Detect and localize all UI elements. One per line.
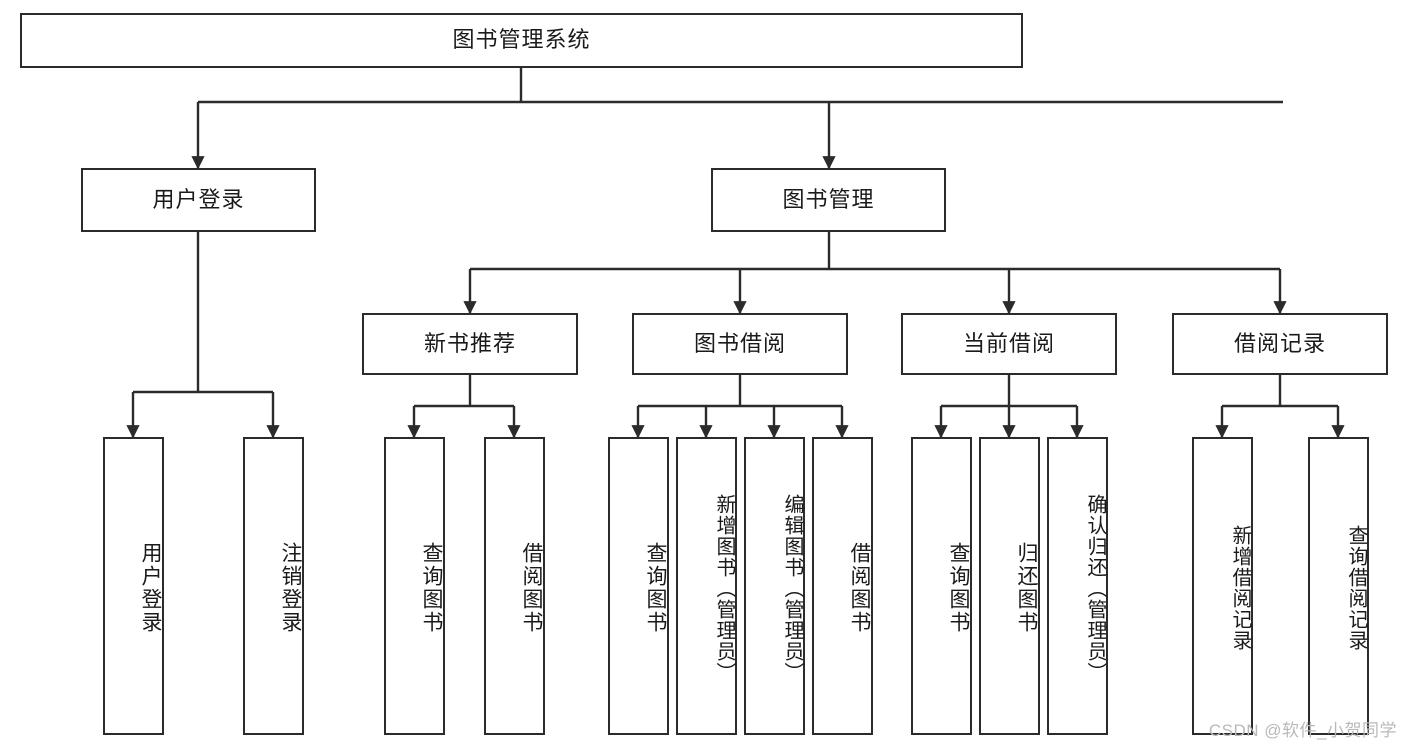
leaf-borrow-query-book[interactable]: 查询图书 [608, 437, 669, 735]
leaf-user-logout[interactable]: 注销登录 [243, 437, 304, 735]
node-book-borrow[interactable]: 图书借阅 [632, 313, 848, 375]
node-label: 查询借阅记录 [1345, 525, 1367, 651]
leaf-borrow-borrow-book[interactable]: 借阅图书 [812, 437, 873, 735]
node-user-login[interactable]: 用户登录 [81, 168, 316, 232]
node-label: 新书推荐 [423, 330, 516, 356]
node-label: 归还图书 [1015, 542, 1038, 634]
node-label: 用户登录 [139, 542, 162, 634]
leaf-user-login[interactable]: 用户登录 [103, 437, 164, 735]
node-label: 查询图书 [644, 542, 667, 634]
node-book-management[interactable]: 图书管理 [711, 168, 946, 232]
node-label: 当前借阅 [962, 330, 1055, 356]
node-label: 查询图书 [420, 542, 443, 634]
leaf-record-query-record[interactable]: 查询借阅记录 [1308, 437, 1369, 735]
leaf-newbook-borrow-book[interactable]: 借阅图书 [484, 437, 545, 735]
leaf-current-return-book[interactable]: 归还图书 [979, 437, 1040, 735]
node-borrow-record[interactable]: 借阅记录 [1172, 313, 1388, 375]
leaf-newbook-query-book[interactable]: 查询图书 [384, 437, 445, 735]
leaf-record-add-record[interactable]: 新增借阅记录 [1192, 437, 1253, 735]
leaf-current-confirm-return-admin[interactable]: 确认归还（管理员） [1047, 437, 1108, 735]
node-label: 确认归还（管理员） [1084, 493, 1106, 683]
node-label: 查询图书 [947, 542, 970, 634]
node-label: 新增图书（管理员） [713, 493, 735, 683]
node-label: 借阅记录 [1233, 330, 1326, 356]
node-label: 借阅图书 [520, 542, 543, 634]
node-label: 图书借阅 [693, 330, 786, 356]
node-label: 图书管理系统 [452, 27, 591, 53]
leaf-borrow-edit-book-admin[interactable]: 编辑图书（管理员） [744, 437, 805, 735]
node-current-borrow[interactable]: 当前借阅 [901, 313, 1117, 375]
node-root-system[interactable]: 图书管理系统 [20, 13, 1023, 68]
node-label: 注销登录 [279, 542, 302, 634]
node-label: 新增借阅记录 [1229, 525, 1251, 651]
leaf-current-query-book[interactable]: 查询图书 [911, 437, 972, 735]
node-new-book-recommend[interactable]: 新书推荐 [362, 313, 578, 375]
node-label: 编辑图书（管理员） [781, 493, 803, 683]
leaf-borrow-add-book-admin[interactable]: 新增图书（管理员） [676, 437, 737, 735]
csdn-watermark: CSDN @软件_小贺同学 [1208, 721, 1397, 740]
node-label: 用户登录 [152, 186, 245, 212]
node-label: 借阅图书 [848, 542, 871, 634]
node-label: 图书管理 [782, 186, 875, 212]
